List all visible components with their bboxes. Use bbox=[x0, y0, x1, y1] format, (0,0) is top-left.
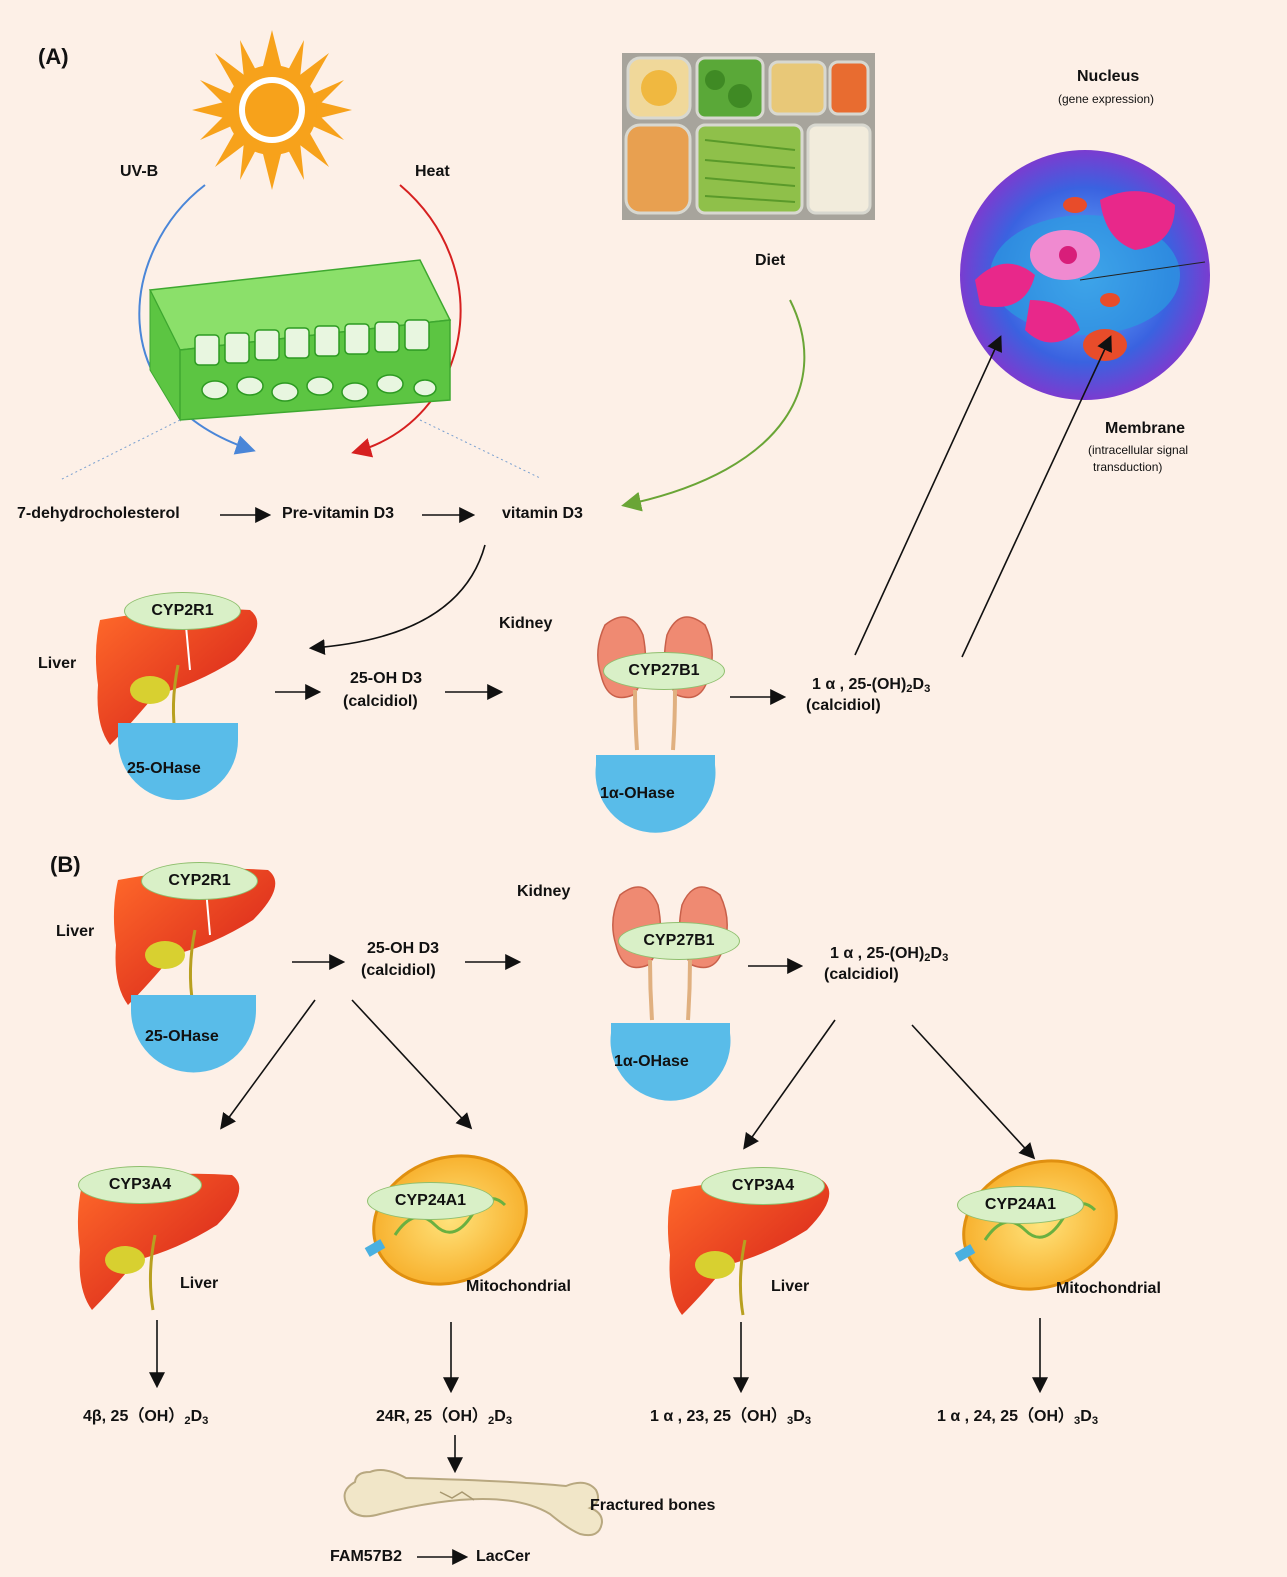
cyp3a4-badge-left: CYP3A4 bbox=[78, 1166, 202, 1204]
panel-a-label: (A) bbox=[38, 44, 69, 70]
cyp24a1-badge-right: CYP24A1 bbox=[957, 1186, 1084, 1224]
fam57b2-label: FAM57B2 bbox=[330, 1548, 402, 1566]
dihydroxy-label-b: 1 α , 25-(OH)2D3 bbox=[830, 945, 948, 964]
vitamin-d3-label: vitamin D3 bbox=[502, 505, 583, 523]
projection-line-left bbox=[60, 420, 180, 480]
cyp2r1-badge-b: CYP2R1 bbox=[141, 862, 258, 900]
cyp24a1-badge-left: CYP24A1 bbox=[367, 1182, 494, 1220]
previtamin-d3-label: Pre-vitamin D3 bbox=[282, 505, 394, 523]
calcidiol-label-b2: (calcidiol) bbox=[824, 966, 899, 984]
cyp2r1-badge-a: CYP2R1 bbox=[124, 592, 241, 630]
cell-icon bbox=[960, 150, 1210, 400]
calcidiol-label-a: (calcidiol) bbox=[343, 693, 418, 711]
product-1a24-label: 1 α , 24, 25（OH）3D3 bbox=[937, 1402, 1098, 1427]
bone-icon bbox=[345, 1470, 602, 1535]
mitochondrial-label-right: Mitochondrial bbox=[1056, 1280, 1161, 1298]
1a-ohase-label-a: 1α-OHase bbox=[600, 785, 675, 803]
arrow-dihydroxy-cyp3a4 bbox=[745, 1020, 835, 1147]
membrane-sub-label-2: transduction) bbox=[1093, 460, 1162, 474]
nucleus-sub-label: (gene expression) bbox=[1058, 92, 1154, 106]
product-1a23-label: 1 α , 23, 25（OH）3D3 bbox=[650, 1402, 811, 1427]
25ohd3-label-a: 25-OH D3 bbox=[350, 670, 422, 688]
projection-line-right bbox=[420, 420, 540, 478]
cyp27b1-badge-b: CYP27B1 bbox=[618, 922, 740, 960]
arrow-to-nucleus bbox=[855, 338, 1000, 655]
uvb-label: UV-B bbox=[120, 163, 158, 181]
kidney-label-a: Kidney bbox=[499, 615, 552, 633]
membrane-label: Membrane bbox=[1105, 420, 1185, 438]
25ohd3-label-b: 25-OH D3 bbox=[367, 940, 439, 958]
panel-b-label: (B) bbox=[50, 852, 81, 878]
liver-label-a: Liver bbox=[38, 655, 76, 673]
25-ohase-label-b: 25-OHase bbox=[145, 1028, 219, 1046]
heat-label: Heat bbox=[415, 163, 450, 181]
dehydrocholesterol-label: 7-dehydrocholesterol bbox=[17, 505, 180, 523]
sun-icon bbox=[192, 30, 352, 190]
liver-label-cyp3a4-left: Liver bbox=[180, 1275, 218, 1293]
calcidiol-label-b: (calcidiol) bbox=[361, 962, 436, 980]
laccer-label: LacCer bbox=[476, 1548, 530, 1566]
nucleus-label: Nucleus bbox=[1077, 68, 1139, 86]
arrow-25ohd3-cyp24a1 bbox=[352, 1000, 470, 1127]
diet-label: Diet bbox=[755, 252, 785, 270]
kidney-label-b: Kidney bbox=[517, 883, 570, 901]
25-ohase-label-a: 25-OHase bbox=[127, 760, 201, 778]
fractured-bones-label: Fractured bones bbox=[590, 1497, 715, 1515]
liver-label-cyp3a4-right: Liver bbox=[771, 1278, 809, 1296]
product-4b-label: 4β, 25（OH）2D3 bbox=[83, 1402, 208, 1427]
diet-food-icon bbox=[622, 53, 875, 220]
membrane-sub-label-1: (intracellular signal bbox=[1088, 443, 1188, 457]
calcidiol-label-a2: (calcidiol) bbox=[806, 697, 881, 715]
1a-ohase-label-b: 1α-OHase bbox=[614, 1053, 689, 1071]
mitochondrial-label-left: Mitochondrial bbox=[466, 1278, 571, 1296]
dihydroxy-label-a: 1 α , 25-(OH)2D3 bbox=[812, 676, 930, 695]
skin-cross-section-icon bbox=[150, 260, 450, 420]
cyp3a4-badge-right: CYP3A4 bbox=[701, 1167, 825, 1205]
liver-label-b: Liver bbox=[56, 923, 94, 941]
cyp27b1-badge-a: CYP27B1 bbox=[603, 652, 725, 690]
diet-arrow bbox=[625, 300, 804, 505]
arrow-dihydroxy-cyp24a1 bbox=[912, 1025, 1033, 1157]
arrow-vitd3-25ohd3 bbox=[312, 545, 485, 648]
product-24r-label: 24R, 25（OH）2D3 bbox=[376, 1402, 512, 1427]
